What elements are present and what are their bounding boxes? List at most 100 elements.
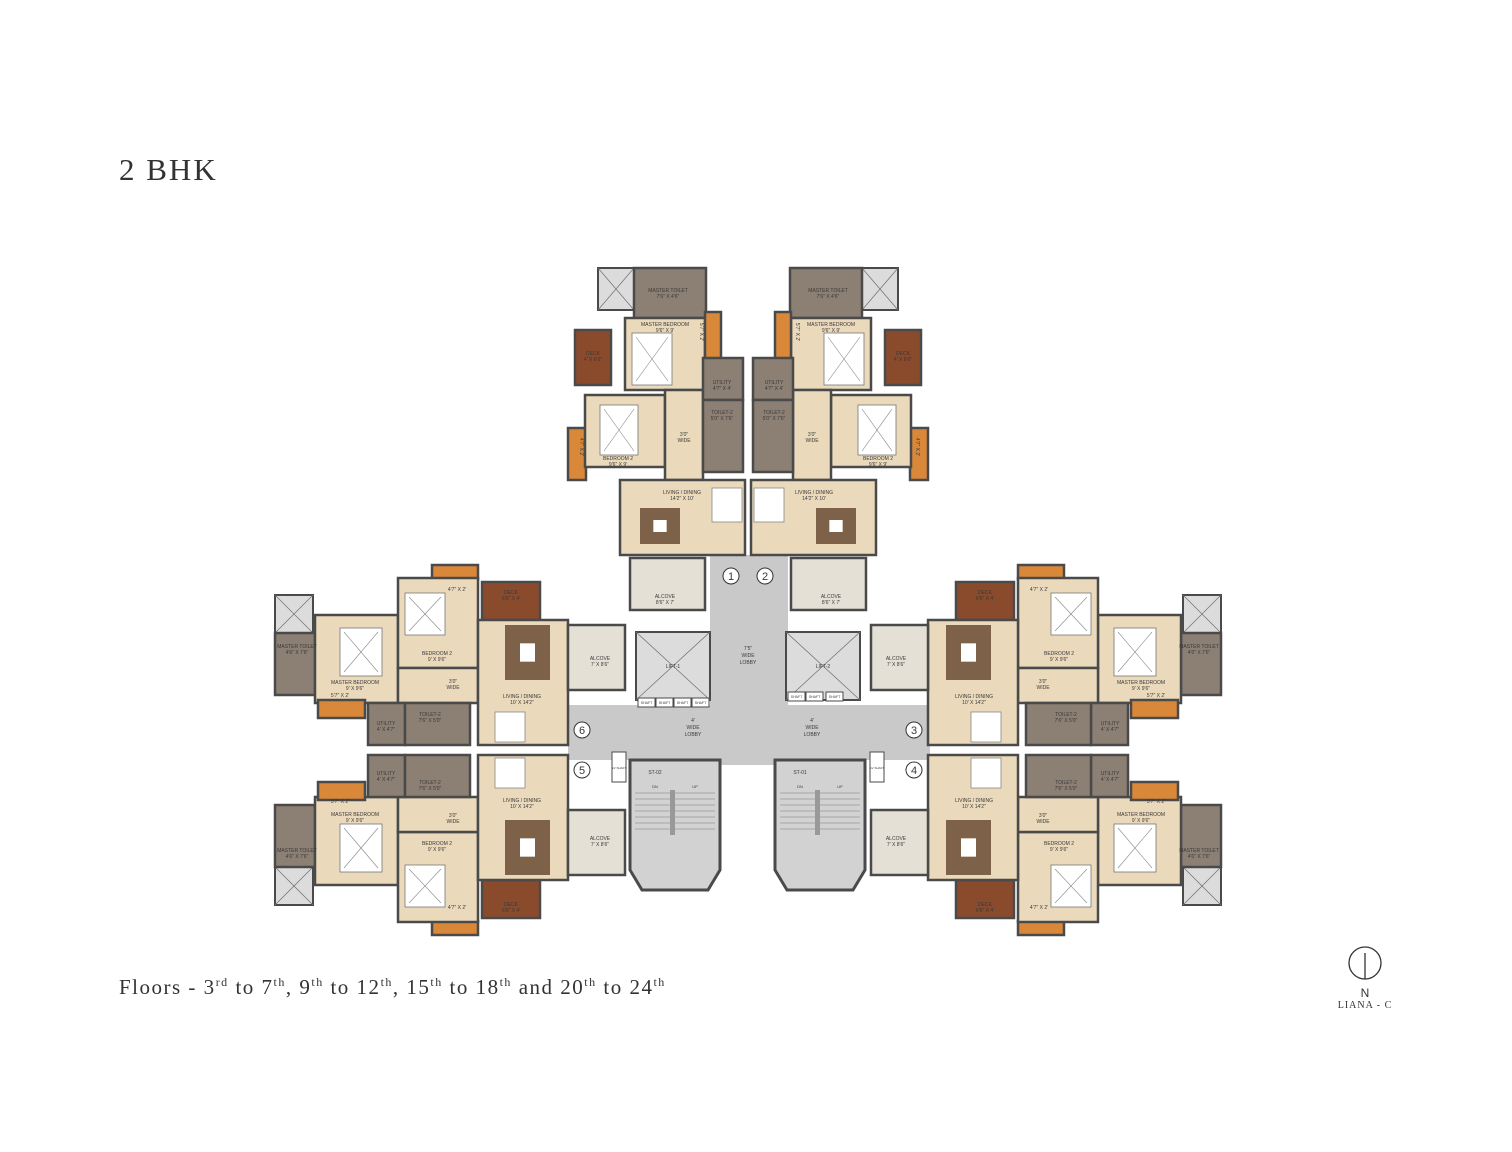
shaft-label: SHAFT [695,701,707,705]
side-lobby-label-left: 4' [691,718,695,724]
stair-down-label: DN [797,784,803,789]
room-label-mbed: MASTER BEDROOM [331,680,379,686]
unit-number-badge [722,567,740,585]
room-label-toilet2: 7'6" X 5'0" [419,786,442,792]
room-ledge2 [1129,780,1180,802]
room-toilet2 [1024,701,1093,747]
room-label-passage: WIDE [1036,685,1050,691]
shaft-label: SHAFT [659,701,671,705]
room-label-bed2: 9'6" X 9' [609,462,627,468]
lift-1-cross [635,631,711,701]
bed-icon-line [827,336,861,382]
room-label-util: 4' X 4'7" [1101,727,1119,733]
room-label-util: UTILITY [713,380,732,386]
room-label-bed2: 9' X 9'6" [428,847,446,853]
room-label-bed2: 9' X 9'6" [1050,657,1068,663]
room-label-deck: 6'6" X 4' [976,596,994,602]
room-label-living: LIVING / DINING [795,490,833,496]
room-label-mtoilet: MASTER TOILET [277,848,317,854]
duct-shaft-cross [1182,866,1222,906]
room-label-passage: 3'0" [449,813,458,819]
room-label-deck: DECK [978,590,993,596]
room-label-toilet2: 5'0" X 7'6" [763,416,786,422]
room-label-util: UTILITY [377,771,396,777]
plan-title: 2 BHK [119,152,218,187]
unit-number-badge [573,721,591,739]
room-label-ledge1: 4'7" X 2' [448,587,466,593]
building-name: LIANA - C [1337,1000,1393,1011]
bed-icon-line [1117,827,1153,869]
room-passage [396,666,480,705]
dining-table-icon [494,757,526,789]
room-label-deck: 4' X 6'6" [894,357,912,363]
room-label-toilet2: 5'0" X 7'6" [711,416,734,422]
room-label-toilet2: TOILET-2 [763,410,785,416]
room-label-alcove: 7' X 8'6" [591,842,609,848]
stair-railing [670,790,675,835]
room-label-passage: 3'0" [808,432,817,438]
bed-icon-line [343,827,379,869]
room-label-living: LIVING / DINING [503,694,541,700]
room-label-util: 4' X 4'7" [377,727,395,733]
unit-number-badge [573,761,591,779]
ev-shaft-label: EV SHAFT [612,766,627,770]
room-label-util: 4'7" X 4' [713,386,731,392]
room-label-ledge1: 4'7" X 2' [1030,905,1048,911]
stair-up-label: UP [692,784,698,789]
caption-text: to 18 [442,975,500,999]
bed-icon-line [635,336,669,382]
room-label-passage: 3'0" [680,432,689,438]
room-label-mbed: 9'6" X 9' [822,328,840,334]
room-passage [1016,666,1100,705]
shaft-box [787,691,806,702]
room-label-passage: 3'0" [1039,813,1048,819]
north-indicator: N LIANA - C [1335,945,1395,1011]
caption-superscript: th [380,975,393,989]
duct-shaft-cross [597,267,635,311]
room-label-deck: 6'6" X 4' [976,908,994,914]
room-label-bed2: 9'6" X 9' [869,462,887,468]
room-label-ledge1: 4'7" X 2' [1030,587,1048,593]
unit-number: 1 [728,571,734,583]
shaft-label: SHAFT [791,695,803,699]
room-deck [480,580,542,622]
room-label-mbed: MASTER BEDROOM [641,322,689,328]
unit-number-badge [756,567,774,585]
room-mtoilet [273,631,317,697]
duct-shaft-cross [861,267,899,311]
bed-icon-line [1117,631,1153,673]
room-toilet2 [403,753,472,799]
room-toilet2 [751,398,795,474]
room-label-living: 10' X 14'2" [510,804,534,810]
room-mtoilet [788,266,864,320]
room-passage [1016,795,1100,834]
room-label-alcove: 7' X 8'6" [887,842,905,848]
room-label-mtoilet: 4'6" X 7'6" [1188,650,1211,656]
room-label-alcove: 8'6" X 7' [822,600,840,606]
shaft-box [673,697,692,708]
room-mtoilet [632,266,708,320]
room-label-mbed: 9'6" X 9' [656,328,674,334]
room-label-mtoilet: 7'6" X 4'6" [817,294,840,300]
stair-label: ST-02 [648,770,662,776]
room-label-mtoilet: MASTER TOILET [1179,644,1219,650]
room-label-util: 4' X 4'7" [1101,777,1119,783]
room-label-util: UTILITY [377,721,396,727]
room-label-toilet2: TOILET-2 [1055,780,1077,786]
room-label-mtoilet: 4'6" X 7'6" [1188,854,1211,860]
room-label-toilet2: 7'6" X 5'0" [1055,786,1078,792]
stair-down-label: DN [652,784,658,789]
caption-superscript: th [584,975,597,989]
dining-table-icon [711,487,743,523]
north-arrow-icon [1348,946,1382,980]
room-label-living: 14'2" X 10' [670,496,694,502]
room-label-ledge1: 4'7" X 2' [448,905,466,911]
plan-shapes [273,266,1223,937]
side-lobby-label-left: LOBBY [685,732,702,738]
room-ledge2 [316,698,367,720]
shaft-box [637,697,656,708]
room-label-ledge2: 5'7" X 2' [1147,799,1165,805]
bed-icon-line [603,408,635,452]
